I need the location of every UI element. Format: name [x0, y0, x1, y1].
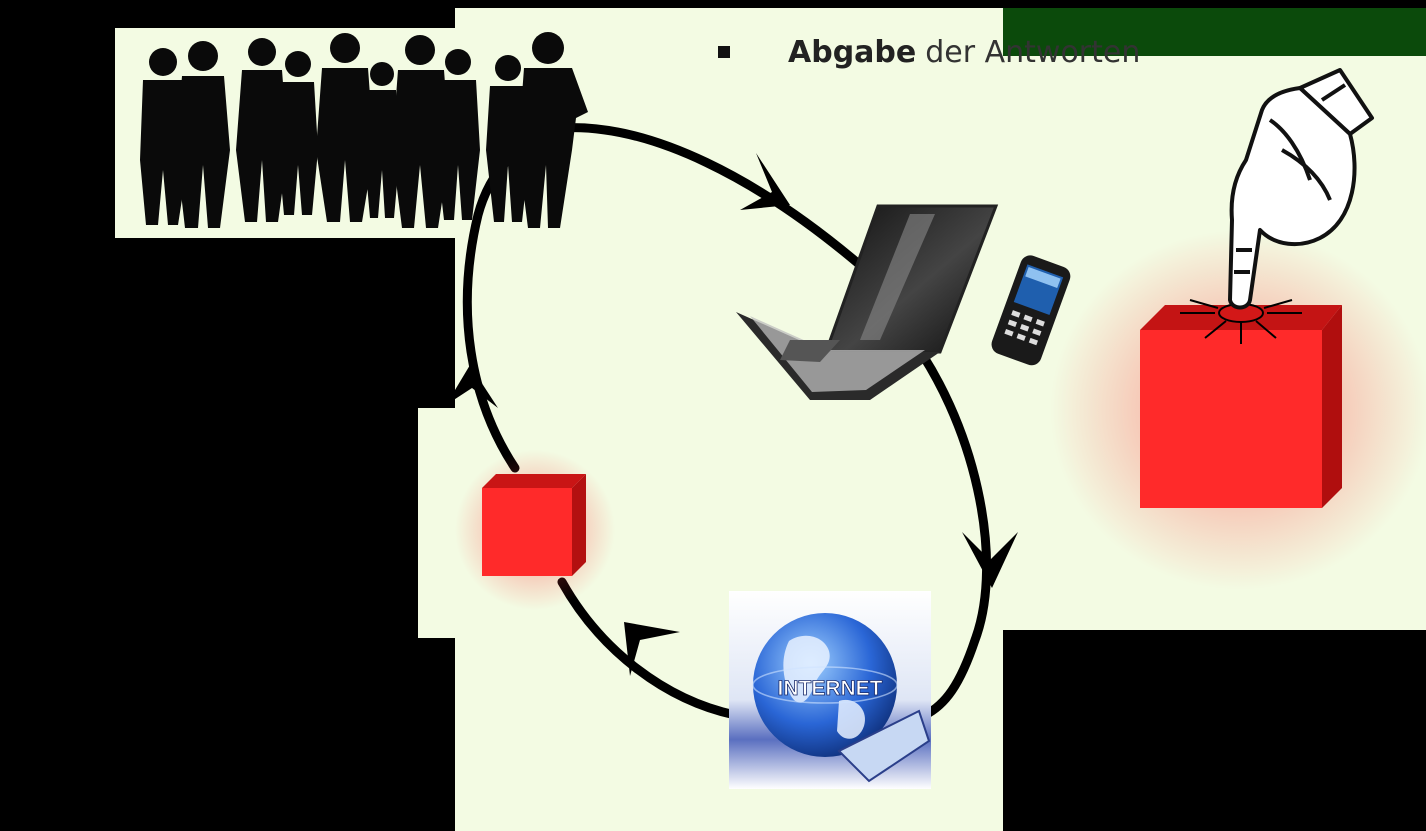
- arrowhead-bottom: [624, 622, 680, 676]
- bullet-bold-text: Abgabe: [788, 34, 917, 70]
- arrowhead-left: [446, 365, 498, 408]
- arrowhead-top: [740, 153, 790, 210]
- bullet-point: Abgabe der Antworten: [718, 30, 1140, 74]
- internet-globe-graphic: INTERNET: [729, 591, 931, 789]
- internet-globe-icon: INTERNET: [729, 591, 931, 789]
- arrowhead-right: [962, 532, 1018, 588]
- laptop-icon: [736, 204, 999, 400]
- small-red-box-icon: [455, 450, 615, 610]
- bullet-square-icon: [718, 46, 730, 58]
- people-silhouettes-icon: [140, 32, 588, 228]
- red-buzzer-box-icon: [1050, 230, 1426, 590]
- bullet-rest-text: der Antworten: [925, 34, 1141, 70]
- title-bar-strip: [1003, 8, 1426, 56]
- mobile-phone-icon: [991, 255, 1071, 366]
- internet-label: INTERNET: [778, 677, 883, 700]
- center-panel-extension: [418, 408, 458, 638]
- pointing-hand-icon: [1228, 68, 1374, 310]
